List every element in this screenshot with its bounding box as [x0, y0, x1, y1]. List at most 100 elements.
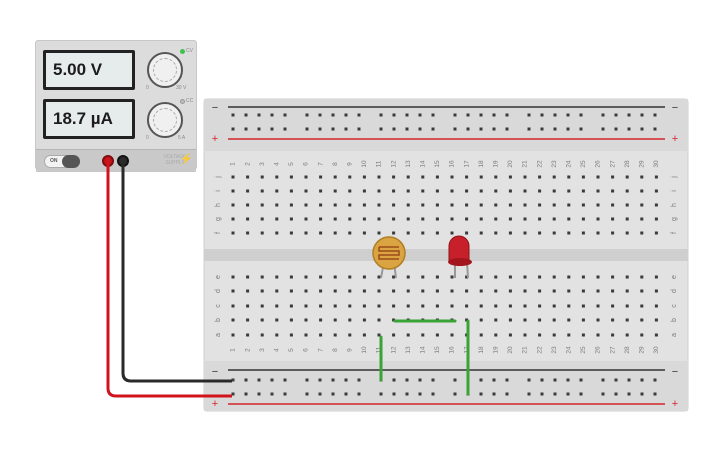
terminal-hole[interactable]: [538, 289, 542, 293]
terminal-hole[interactable]: [392, 203, 396, 207]
rail-hole[interactable]: [270, 378, 274, 382]
rail-hole[interactable]: [231, 392, 235, 396]
terminal-hole[interactable]: [421, 175, 425, 179]
rail-hole[interactable]: [257, 378, 261, 382]
rail-hole[interactable]: [453, 378, 457, 382]
rail-hole[interactable]: [344, 127, 348, 131]
terminal-hole[interactable]: [246, 217, 250, 221]
rail-hole[interactable]: [527, 392, 531, 396]
rail-hole[interactable]: [453, 113, 457, 117]
rail-hole[interactable]: [553, 378, 557, 382]
terminal-hole[interactable]: [289, 318, 293, 322]
terminal-hole[interactable]: [581, 289, 585, 293]
terminal-hole[interactable]: [406, 304, 410, 308]
terminal-hole[interactable]: [289, 189, 293, 193]
terminal-hole[interactable]: [260, 217, 264, 221]
terminal-hole[interactable]: [421, 189, 425, 193]
rail-hole[interactable]: [601, 392, 605, 396]
rail-hole[interactable]: [505, 127, 509, 131]
rail-hole[interactable]: [344, 378, 348, 382]
terminal-hole[interactable]: [596, 217, 600, 221]
terminal-hole[interactable]: [421, 203, 425, 207]
terminal-hole[interactable]: [435, 333, 439, 337]
terminal-hole[interactable]: [406, 175, 410, 179]
terminal-hole[interactable]: [494, 175, 498, 179]
rail-hole[interactable]: [466, 127, 470, 131]
terminal-hole[interactable]: [333, 175, 337, 179]
rail-hole[interactable]: [431, 378, 435, 382]
terminal-hole[interactable]: [465, 217, 469, 221]
terminal-hole[interactable]: [494, 289, 498, 293]
terminal-hole[interactable]: [362, 231, 366, 235]
terminal-hole[interactable]: [319, 175, 323, 179]
terminal-hole[interactable]: [362, 189, 366, 193]
terminal-hole[interactable]: [435, 289, 439, 293]
black-lead-wire[interactable]: [121, 157, 232, 383]
terminal-hole[interactable]: [625, 203, 629, 207]
rail-hole[interactable]: [392, 127, 396, 131]
rail-hole[interactable]: [640, 378, 644, 382]
voltage-knob[interactable]: [147, 52, 183, 88]
terminal-hole[interactable]: [304, 304, 308, 308]
terminal-hole[interactable]: [523, 231, 527, 235]
terminal-hole[interactable]: [567, 175, 571, 179]
terminal-hole[interactable]: [654, 289, 658, 293]
rail-hole[interactable]: [418, 127, 422, 131]
terminal-hole[interactable]: [523, 217, 527, 221]
terminal-hole[interactable]: [435, 175, 439, 179]
terminal-hole[interactable]: [508, 275, 512, 279]
terminal-hole[interactable]: [231, 189, 235, 193]
terminal-hole[interactable]: [319, 189, 323, 193]
terminal-hole[interactable]: [377, 175, 381, 179]
terminal-hole[interactable]: [508, 189, 512, 193]
terminal-hole[interactable]: [567, 189, 571, 193]
terminal-hole[interactable]: [289, 231, 293, 235]
terminal-hole[interactable]: [450, 189, 454, 193]
terminal-hole[interactable]: [508, 203, 512, 207]
rail-hole[interactable]: [344, 113, 348, 117]
terminal-hole[interactable]: [523, 203, 527, 207]
terminal-hole[interactable]: [552, 217, 556, 221]
terminal-hole[interactable]: [508, 333, 512, 337]
terminal-hole[interactable]: [377, 304, 381, 308]
terminal-hole[interactable]: [581, 275, 585, 279]
rail-hole[interactable]: [431, 392, 435, 396]
terminal-hole[interactable]: [596, 318, 600, 322]
terminal-hole[interactable]: [508, 231, 512, 235]
rail-hole[interactable]: [357, 113, 361, 117]
rail-hole[interactable]: [392, 378, 396, 382]
terminal-hole[interactable]: [304, 175, 308, 179]
rail-hole[interactable]: [418, 392, 422, 396]
terminal-hole[interactable]: [479, 333, 483, 337]
power-supply[interactable]: 5.00 V 18.7 µA 0 30 V 0 5 A CV CC ON VOL…: [35, 40, 197, 172]
terminal-hole[interactable]: [538, 203, 542, 207]
photoresistor[interactable]: [372, 236, 406, 270]
terminal-hole[interactable]: [348, 333, 352, 337]
rail-hole[interactable]: [283, 127, 287, 131]
terminal-hole[interactable]: [333, 275, 337, 279]
rail-hole[interactable]: [405, 127, 409, 131]
terminal-hole[interactable]: [246, 189, 250, 193]
terminal-hole[interactable]: [275, 333, 279, 337]
rail-hole[interactable]: [418, 113, 422, 117]
terminal-hole[interactable]: [596, 275, 600, 279]
terminal-hole[interactable]: [654, 333, 658, 337]
terminal-hole[interactable]: [611, 175, 615, 179]
terminal-hole[interactable]: [552, 304, 556, 308]
terminal-hole[interactable]: [479, 231, 483, 235]
terminal-hole[interactable]: [596, 189, 600, 193]
rail-hole[interactable]: [601, 113, 605, 117]
terminal-hole[interactable]: [640, 203, 644, 207]
terminal-hole[interactable]: [333, 231, 337, 235]
terminal-hole[interactable]: [421, 289, 425, 293]
terminal-hole[interactable]: [406, 289, 410, 293]
terminal-hole[interactable]: [654, 217, 658, 221]
terminal-hole[interactable]: [581, 175, 585, 179]
terminal-hole[interactable]: [421, 304, 425, 308]
terminal-hole[interactable]: [611, 275, 615, 279]
terminal-hole[interactable]: [640, 189, 644, 193]
terminal-hole[interactable]: [377, 203, 381, 207]
terminal-hole[interactable]: [406, 231, 410, 235]
terminal-hole[interactable]: [435, 275, 439, 279]
